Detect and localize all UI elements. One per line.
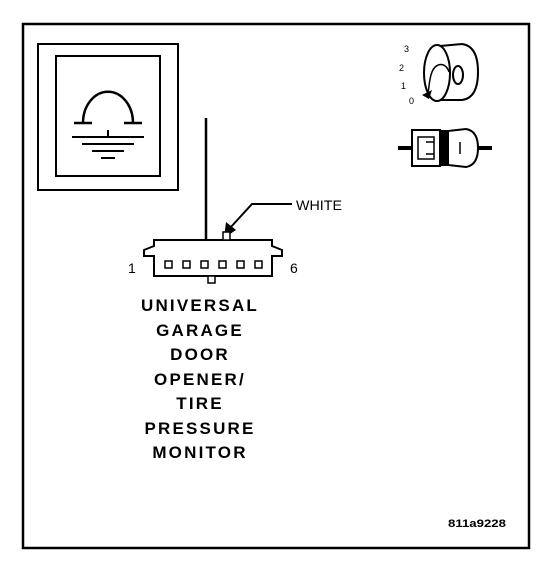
connector-pin bbox=[200, 260, 209, 269]
connector-plug-icon bbox=[398, 127, 492, 169]
ignition-position-3: 3 bbox=[404, 44, 409, 54]
connector-pin bbox=[236, 260, 245, 269]
connector-pin bbox=[182, 260, 191, 269]
component-name: UNIVERSAL GARAGE DOOR OPENER/ TIRE PRESS… bbox=[100, 294, 300, 466]
ground-symbol-icon bbox=[37, 43, 179, 191]
component-name-line: DOOR bbox=[170, 345, 230, 364]
wire-color-label: WHITE bbox=[296, 197, 342, 213]
ignition-position-2: 2 bbox=[399, 63, 404, 73]
figure-id: 811a9228 bbox=[448, 518, 506, 530]
pin-number-last: 6 bbox=[290, 260, 298, 276]
component-name-line: TIRE bbox=[176, 394, 224, 413]
connector bbox=[143, 231, 283, 284]
component-name-line: UNIVERSAL bbox=[140, 296, 260, 315]
connector-pin bbox=[218, 260, 227, 269]
component-name-line: PRESSURE bbox=[144, 418, 256, 438]
component-name-line: MONITOR bbox=[152, 443, 248, 462]
component-name-line: GARAGE bbox=[156, 320, 244, 340]
ignition-key-icon: 3 2 1 0 bbox=[399, 42, 480, 106]
ignition-position-1: 1 bbox=[401, 81, 406, 91]
connector-pin bbox=[164, 260, 173, 269]
diagram-border bbox=[21, 22, 531, 550]
wire-color-leader bbox=[229, 203, 292, 229]
connector-pin bbox=[254, 260, 263, 269]
component-name-line: OPENER/ bbox=[154, 369, 246, 389]
pin-number-first: 1 bbox=[128, 260, 136, 276]
ignition-position-0: 0 bbox=[409, 96, 414, 106]
